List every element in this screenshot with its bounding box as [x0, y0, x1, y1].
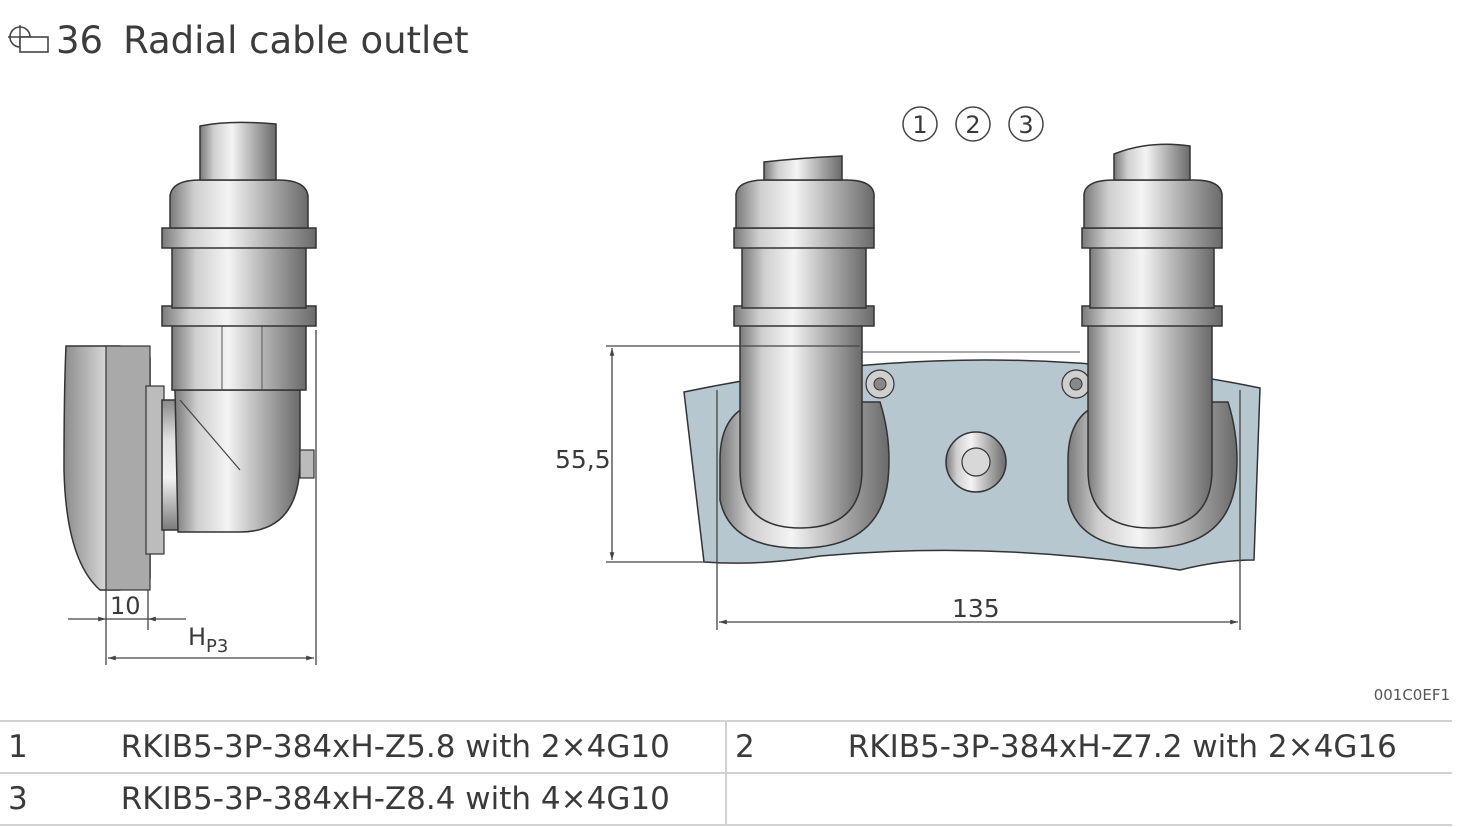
figure-title: 36 Radial cable outlet	[6, 18, 469, 62]
table-row: 1 RKIB5-3P-384xH-Z5.8 with 2×4G10 2 RKIB…	[0, 720, 1452, 774]
legend-empty	[839, 772, 1452, 826]
front-view	[683, 143, 1261, 571]
legend-text: RKIB5-3P-384xH-Z7.2 with 2×4G16	[839, 720, 1452, 774]
legend-empty	[724, 772, 840, 826]
dim-side-height-main: H	[188, 623, 206, 651]
callout-1: 1	[912, 111, 927, 139]
figure-number: 36	[56, 18, 104, 62]
front-fitting-left	[719, 155, 890, 549]
document-code: 001C0EF1	[1373, 686, 1450, 704]
legend-text: RKIB5-3P-384xH-Z8.4 with 4×4G10	[112, 772, 726, 826]
callout-2: 2	[965, 111, 980, 139]
figure-icon	[8, 25, 49, 53]
side-view	[63, 121, 317, 591]
table-row: 3 RKIB5-3P-384xH-Z8.4 with 4×4G10	[0, 772, 1452, 826]
dim-front-width: 135	[952, 594, 1000, 623]
side-dimensions	[68, 330, 317, 665]
front-fitting-right	[1067, 143, 1238, 549]
legend-table: 1 RKIB5-3P-384xH-Z5.8 with 2×4G10 2 RKIB…	[0, 720, 1452, 826]
dim-side-height-sub: P3	[206, 636, 228, 657]
front-dimensions	[606, 345, 1241, 630]
dim-side-height: HP3	[188, 623, 228, 657]
legend-num: 2	[724, 720, 840, 774]
dim-side-offset: 10	[110, 592, 141, 620]
legend-text: RKIB5-3P-384xH-Z5.8 with 2×4G10	[112, 720, 726, 774]
legend-num: 1	[0, 720, 113, 774]
callout-3: 3	[1018, 111, 1033, 139]
dim-front-height: 55,5	[555, 445, 611, 474]
callouts	[902, 106, 1044, 142]
legend-num: 3	[0, 772, 113, 826]
figure-caption: Radial cable outlet	[123, 18, 469, 62]
